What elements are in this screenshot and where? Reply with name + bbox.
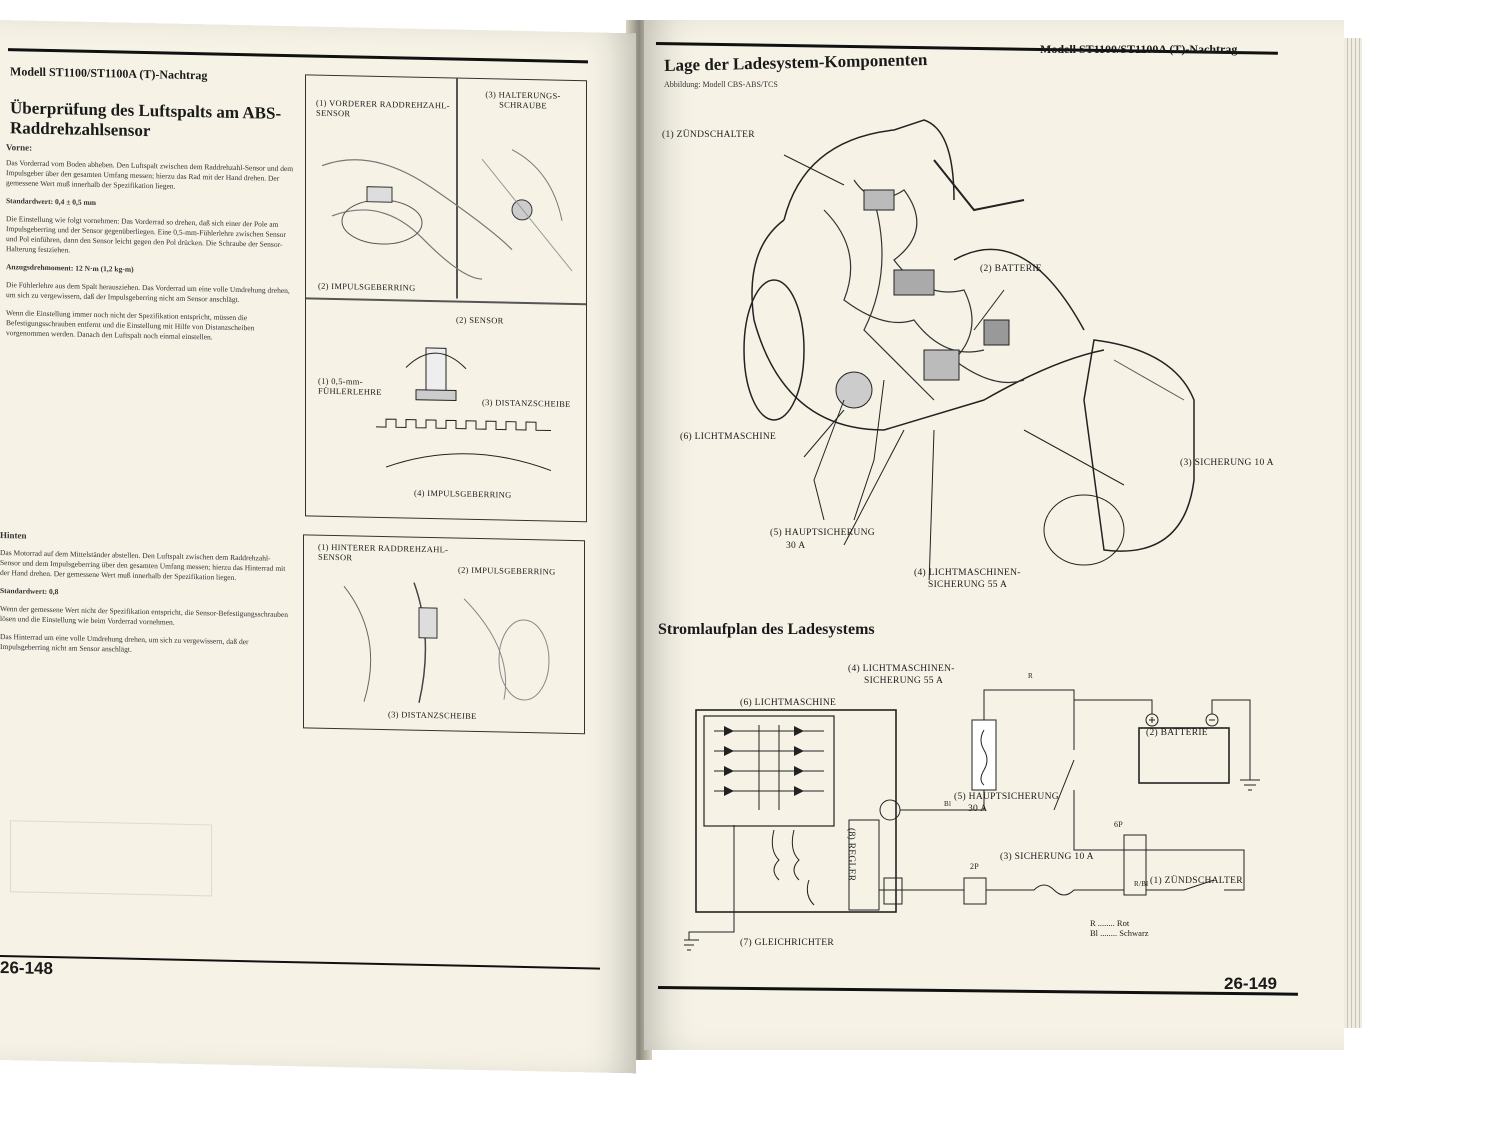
left-title: Überprüfung des Luftspalts am ABS-Raddre…	[10, 98, 282, 141]
circuit-diagram	[684, 689, 1260, 951]
right-subtitle: Abbildung: Modell CBS-ABS/TCS	[664, 80, 778, 89]
front-figure-box: (1) VORDERER RADDREHZAHL-SENSOR (3) HALT…	[305, 74, 587, 523]
front-para-1: Das Vorderrad vom Boden abheben. Den Luf…	[6, 158, 294, 191]
wire-rbl-label: R/Bl	[1134, 880, 1149, 888]
rear-figure-box: (1) HINTERER RADDREHZAHL-SENSOR (2) IMPU…	[303, 534, 585, 735]
wire-legend: R ........ Rot Bl ........ Schwarz	[1090, 918, 1149, 938]
fig3-rear-sensor-label: (1) HINTERER RADDREHZAHL-SENSOR	[318, 541, 449, 563]
circuit-alt-fuse-amp: SICHERUNG 55 A	[864, 676, 944, 686]
left-header: Modell ST1100/ST1100A (T)-Nachtrag	[10, 64, 208, 83]
circuit-alternator-label: (6) LICHTMASCHINE	[740, 698, 837, 708]
right-header: Modell ST1100/ST1100A (T)-Nachtrag	[1040, 42, 1238, 56]
left-page-number: 26-148	[0, 958, 53, 979]
wire-r-label: R	[1028, 672, 1033, 680]
fig1-bracket-screw-label: (3) HALTERUNGS-SCHRAUBE	[485, 89, 561, 111]
circuit-main-fuse-amp: 30 A	[968, 804, 988, 814]
legend-row: Bl ........ Schwarz	[1090, 928, 1149, 938]
circuit-regulator-label: (8) REGLER	[846, 828, 856, 882]
moto-ignition-label: (1) ZÜNDSCHALTER	[662, 130, 755, 140]
right-page-number: 26-149	[1224, 974, 1277, 993]
fig2-sensor-label: (2) SENSOR	[456, 314, 504, 326]
header-rule	[8, 48, 588, 64]
connector-2p-label: 2P	[970, 862, 980, 871]
right-page: Modell ST1100/ST1100A (T)-Nachtrag Lage …	[644, 20, 1344, 1050]
front-torque: Anzugsdrehmoment: 12 N·m (1,2 kg-m)	[6, 262, 134, 274]
circuit-battery-label: (2) BATTERIE	[1146, 728, 1208, 738]
circuit-ignition-label: (1) ZÜNDSCHALTER	[1150, 876, 1243, 886]
moto-alt-fuse-amp: SICHERUNG 55 A	[928, 580, 1008, 590]
circuit-main-fuse-label: (5) HAUPTSICHERUNG	[954, 792, 1059, 802]
circuit-fuse10-label: (3) SICHERUNG 10 A	[1000, 852, 1094, 862]
fig1-front-sensor-label: (1) VORDERER RADDREHZAHL-SENSOR	[316, 97, 450, 119]
motorcycle-illustration	[743, 119, 1195, 580]
footer-rule-right	[657, 986, 1298, 996]
front-sensor-illustration	[321, 149, 573, 280]
front-heading: Vorne:	[6, 142, 33, 153]
fig3-pulser-ring-label: (2) IMPULSGEBERRING	[458, 564, 556, 577]
left-page: Modell ST1100/ST1100A (T)-Nachtrag Überp…	[0, 20, 636, 1074]
moto-main-fuse-label: (5) HAUPTSICHERUNG	[770, 528, 875, 538]
rear-para-3: Das Hinterrad um eine volle Umdrehung dr…	[0, 632, 249, 654]
rear-sensor-illustration	[343, 582, 550, 703]
right-title: Lage der Ladesystem-Komponenten	[664, 50, 928, 75]
moto-alt-fuse-label: (4) LICHTMASCHINEN-	[914, 568, 1021, 578]
front-para-2: Die Einstellung wie folgt vornehmen: Das…	[6, 214, 286, 255]
fig3-shim-label: (3) DISTANZSCHEIBE	[388, 709, 477, 721]
legend-row: R ........ Rot	[1090, 918, 1130, 928]
fig2-ring-label: (4) IMPULSGEBERRING	[414, 487, 512, 500]
circuit-title: Stromlaufplan des Ladesystems	[658, 621, 875, 638]
footer-rule	[0, 955, 600, 970]
circuit-alt-fuse-label: (4) LICHTMASCHINEN-	[848, 664, 955, 674]
moto-battery-label: (2) BATTERIE	[980, 264, 1042, 274]
moto-main-fuse-amp: 30 A	[786, 541, 806, 551]
moto-alternator-label: (6) LICHTMASCHINE	[680, 432, 777, 442]
front-para-4: Wenn die Einstellung immer noch nicht de…	[6, 308, 255, 342]
rear-heading: Hinten	[0, 530, 27, 541]
moto-fuse10-label: (3) SICHERUNG 10 A	[1180, 458, 1274, 468]
circuit-rectifier-label: (7) GLEICHRICHTER	[740, 938, 835, 948]
fig1-pulser-ring-label: (2) IMPULSGEBERRING	[318, 280, 416, 293]
rear-para-2: Wenn der gemessene Wert nicht der Spezif…	[0, 604, 289, 627]
wire-bl-label: Bl	[944, 800, 952, 808]
sensor-detail-illustration	[376, 347, 552, 472]
front-para-3: Die Fühlerlehre aus dem Spalt herauszieh…	[6, 280, 290, 305]
connector-6p-label: 6P	[1114, 820, 1124, 829]
rear-para-1: Das Motorrad auf dem Mittelständer abste…	[0, 548, 286, 582]
rear-standard: Standardwert: 0,8	[0, 586, 59, 597]
front-standard: Standardwert: 0,4 ± 0,5 mm	[6, 196, 96, 208]
bleed-through-area	[10, 820, 212, 897]
